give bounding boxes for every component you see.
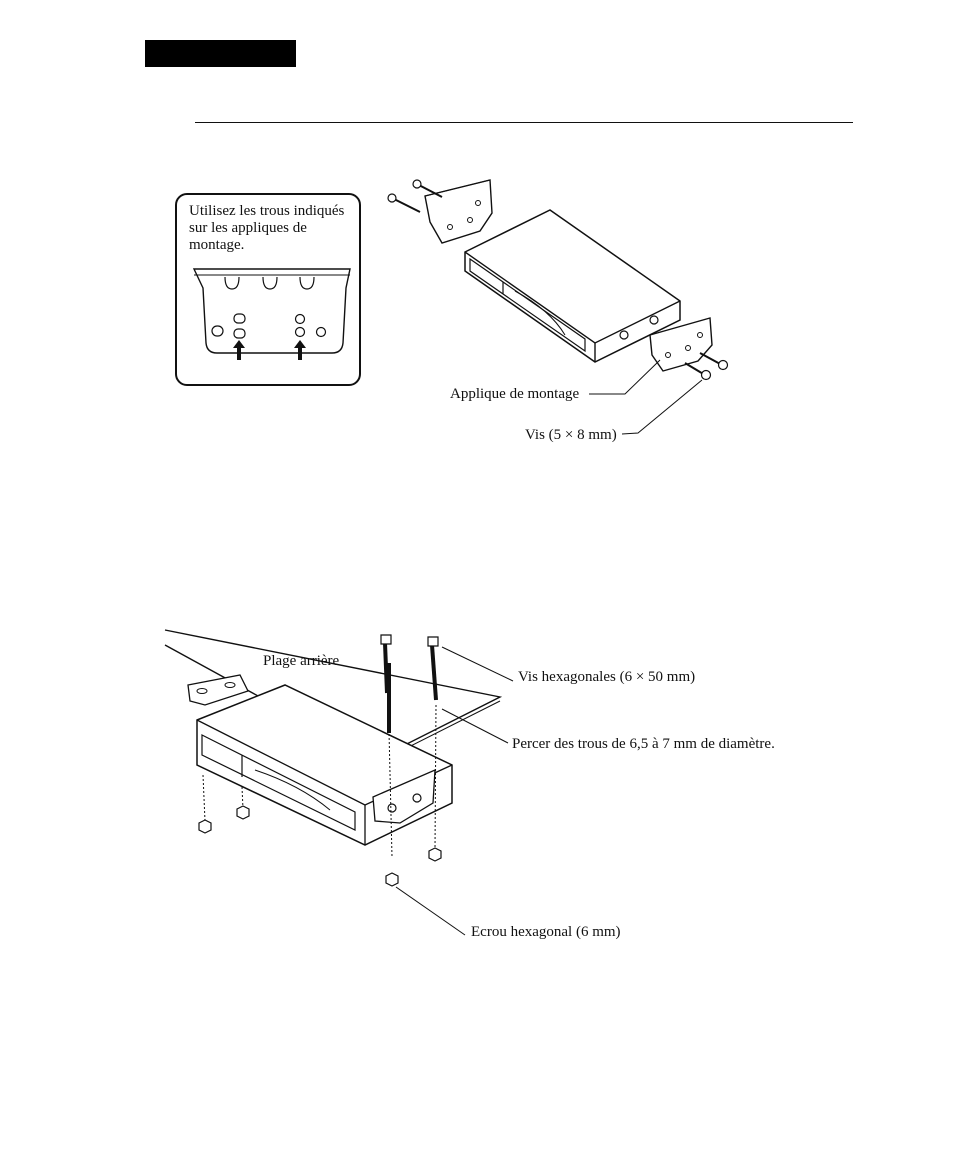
section-tab <box>145 40 296 67</box>
header-rule <box>195 122 853 123</box>
label-drill-holes: Percer des trous de 6,5 à 7 mm de diamèt… <box>512 736 775 753</box>
bracket-detail-drawing <box>177 195 363 388</box>
callout-box: Utilisez les trous indiqués sur les appl… <box>175 193 361 386</box>
label-rear-shelf: Plage arrière <box>263 653 339 670</box>
changer-with-brackets-drawing <box>380 175 740 445</box>
label-hex-screws: Vis hexagonales (6 × 50 mm) <box>518 669 695 686</box>
label-mounting-bracket: Applique de montage <box>450 386 579 403</box>
label-hex-nut: Ecrou hexagonal (6 mm) <box>471 924 621 941</box>
label-screw: Vis (5 × 8 mm) <box>525 427 617 444</box>
